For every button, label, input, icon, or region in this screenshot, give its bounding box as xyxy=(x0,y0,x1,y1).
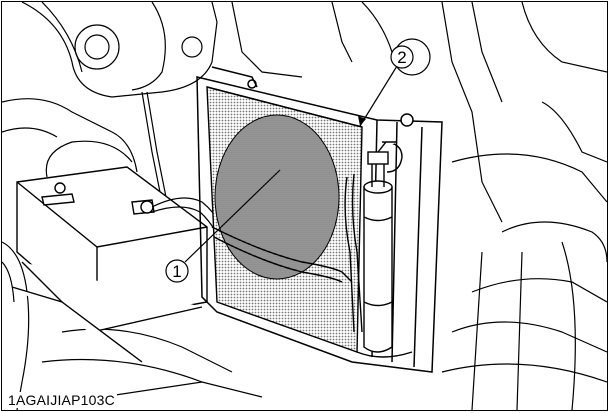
callout-2-number: 2 xyxy=(397,48,406,67)
callout-1-leader xyxy=(184,169,281,263)
condenser xyxy=(206,86,363,353)
callout-1: 1 xyxy=(165,169,281,283)
left-tire xyxy=(2,241,263,410)
engine-block xyxy=(2,2,303,243)
battery xyxy=(11,166,208,363)
right-machinery xyxy=(331,2,607,410)
callout-1-number: 1 xyxy=(172,262,181,281)
figure-id-label: 1AGAIJIAP103C xyxy=(6,392,117,408)
refrigerant-hoses xyxy=(211,141,413,358)
receiver-dryer xyxy=(363,141,397,353)
callout-2: 2 xyxy=(358,45,414,127)
callout-1-circle xyxy=(165,259,189,283)
callout-2-arrowhead xyxy=(358,116,366,126)
callout-2-leader xyxy=(359,65,398,127)
callout-2-circle xyxy=(390,45,414,69)
